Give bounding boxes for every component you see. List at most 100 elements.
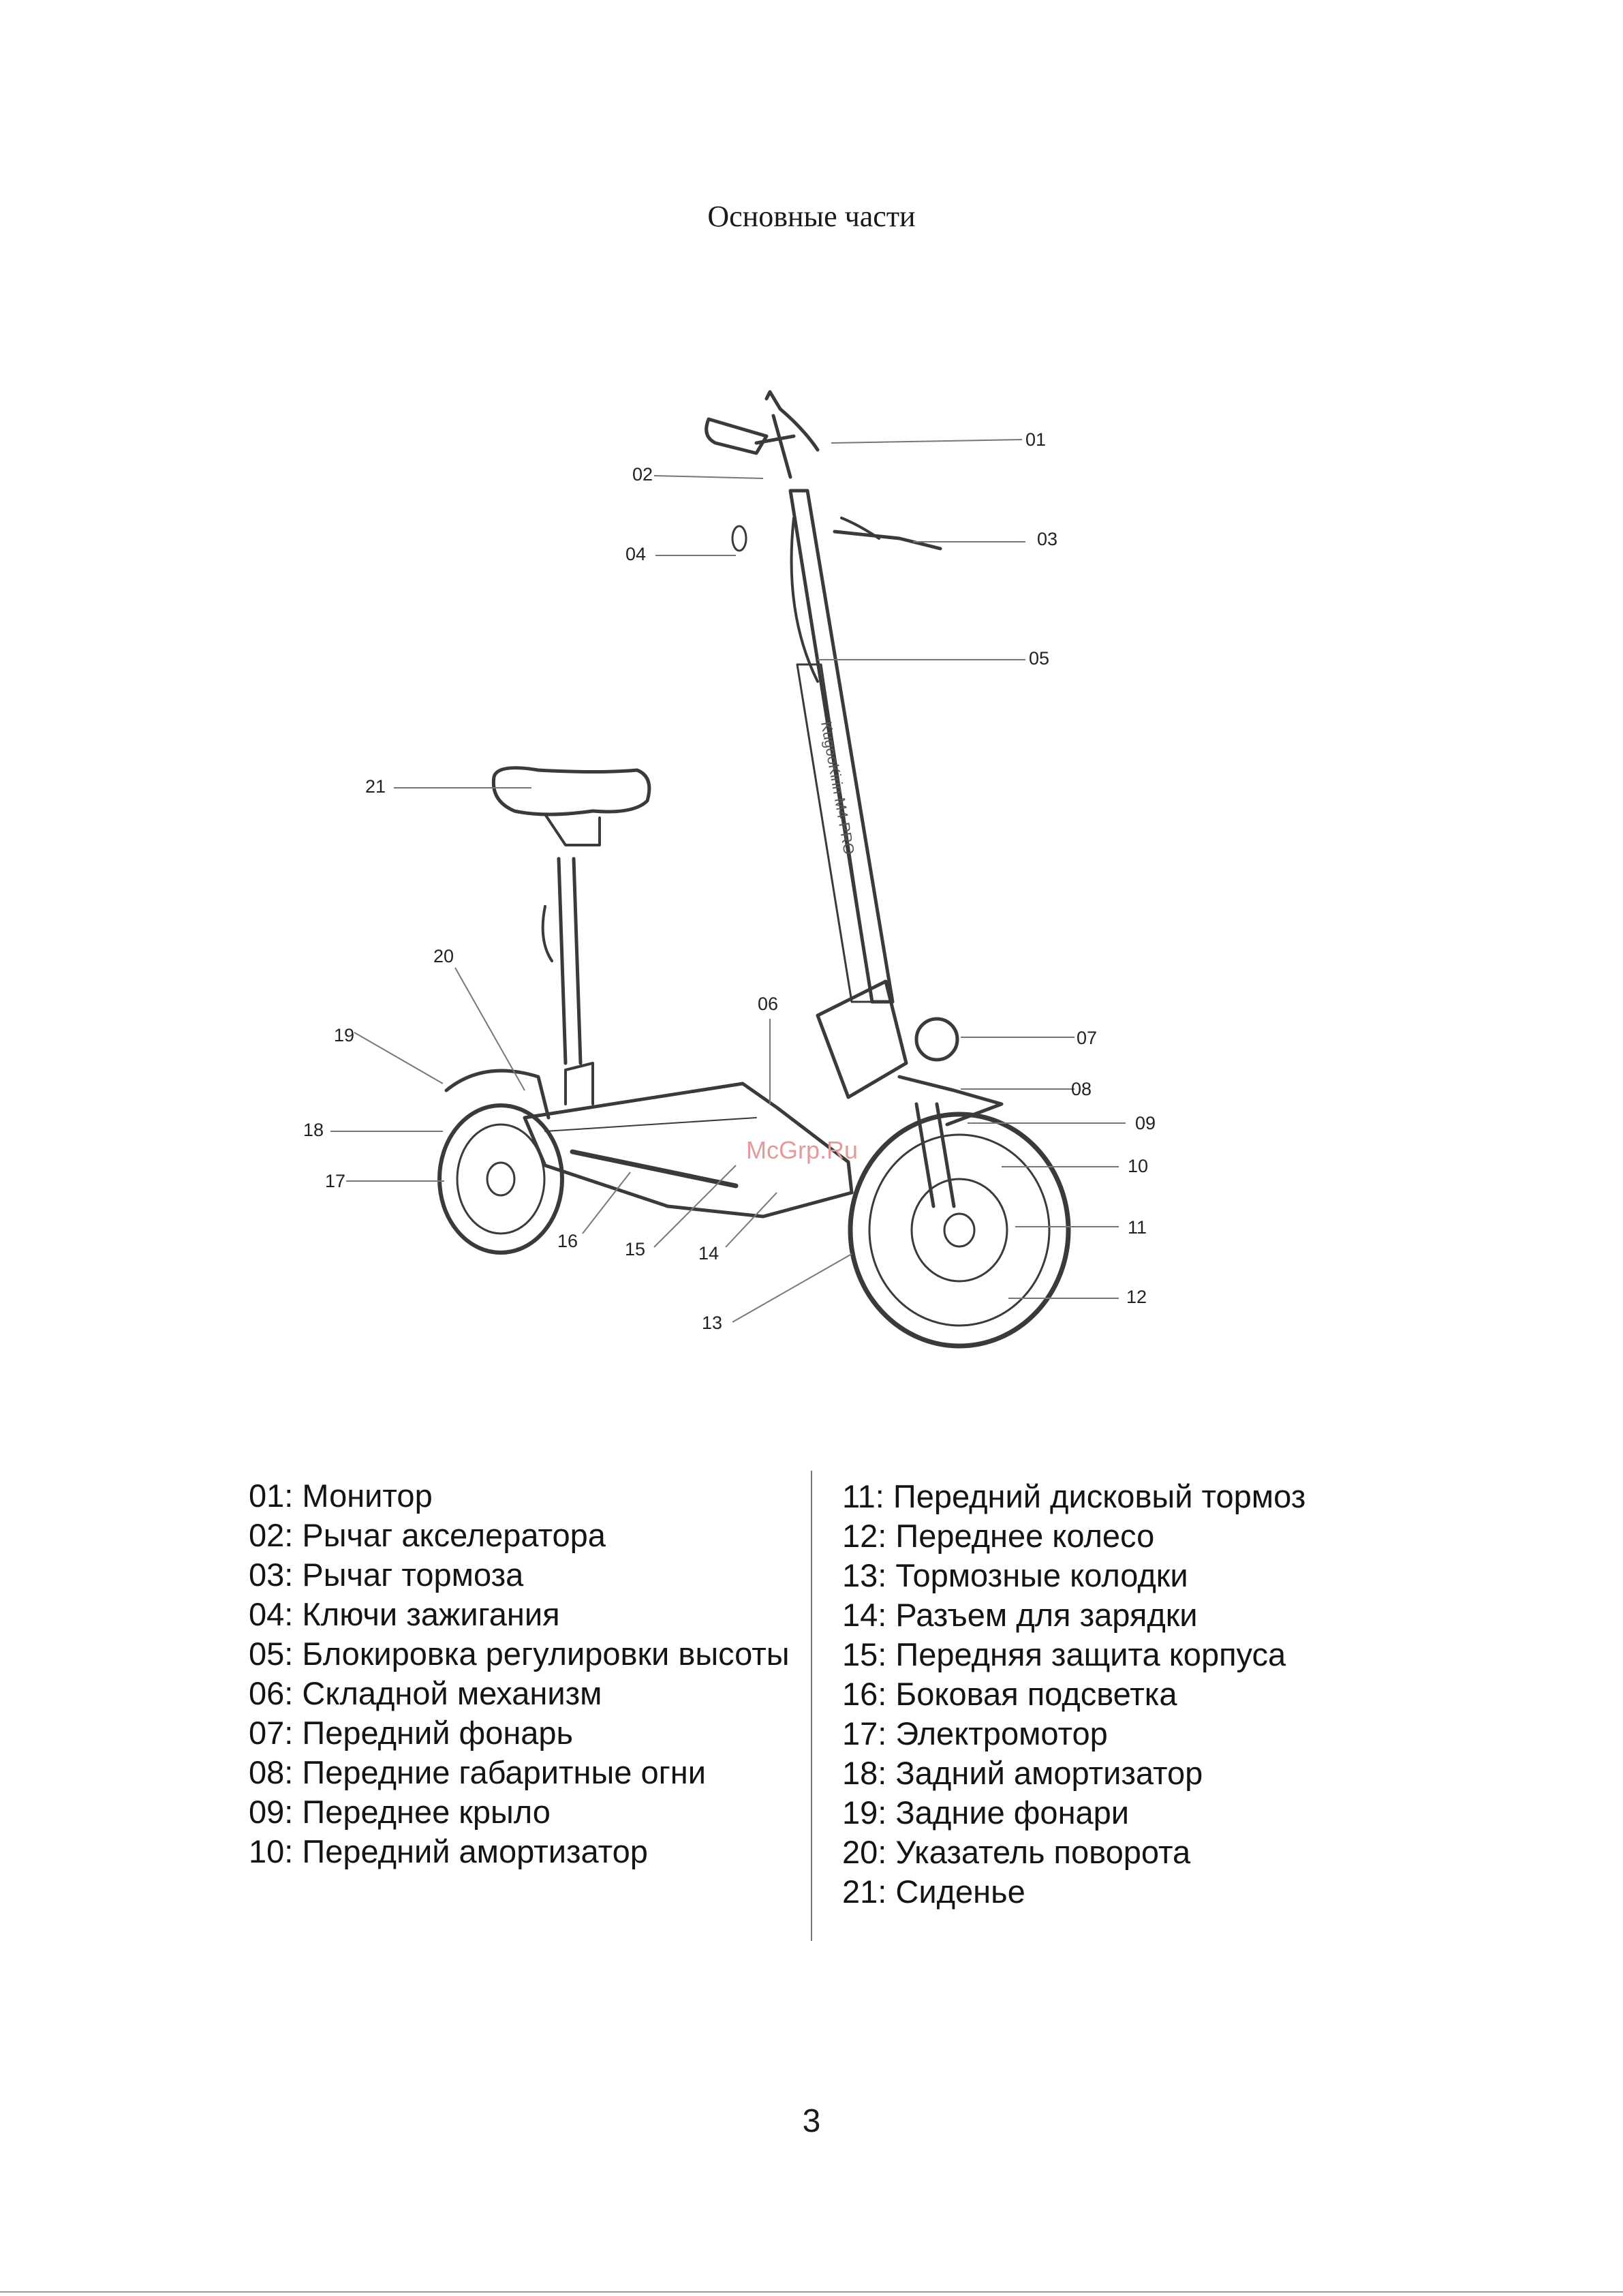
part-name: Передний фонарь xyxy=(302,1715,574,1751)
list-item: 14: Разъем для зарядки xyxy=(842,1595,1305,1635)
part-name: Задний амортизатор xyxy=(895,1755,1203,1791)
list-item: 02: Рычаг акселератора xyxy=(249,1516,790,1555)
part-name: Рычаг акселератора xyxy=(302,1517,606,1553)
list-item: 01: Монитор xyxy=(249,1476,790,1516)
callout-11: 11 xyxy=(1128,1217,1147,1238)
part-number: 18: xyxy=(842,1755,887,1791)
callout-13: 13 xyxy=(702,1313,722,1333)
part-number: 17: xyxy=(842,1715,887,1751)
part-number: 21: xyxy=(842,1873,887,1910)
part-name: Передний дисковый тормоз xyxy=(893,1478,1306,1514)
callout-08: 08 xyxy=(1071,1079,1092,1099)
callout-labels: 01 02 03 04 05 06 07 08 09 10 11 12 13 1… xyxy=(303,429,1156,1333)
rear-fender xyxy=(444,1069,551,1120)
deck xyxy=(523,1082,854,1219)
parts-list-left: 01: Монитор 02: Рычаг акселератора 03: Р… xyxy=(249,1476,790,1871)
part-number: 05: xyxy=(249,1636,294,1672)
callout-04: 04 xyxy=(625,544,646,564)
stem-handlebar xyxy=(705,390,942,1004)
watermark: McGrp.Ru xyxy=(746,1136,858,1164)
part-name: Монитор xyxy=(302,1478,433,1514)
list-item: 20: Указатель поворота xyxy=(842,1833,1305,1872)
page-number: 3 xyxy=(802,2103,821,2139)
callout-12: 12 xyxy=(1126,1287,1147,1307)
callout-09: 09 xyxy=(1135,1113,1156,1133)
part-name: Сиденье xyxy=(895,1873,1025,1910)
part-number: 02: xyxy=(249,1517,294,1553)
part-name: Переднее колесо xyxy=(895,1518,1155,1554)
part-number: 09: xyxy=(249,1794,294,1830)
part-number: 06: xyxy=(249,1675,294,1711)
callout-10: 10 xyxy=(1128,1156,1148,1176)
part-number: 03: xyxy=(249,1557,294,1593)
part-number: 11: xyxy=(842,1478,884,1514)
bottom-rule xyxy=(0,2291,1623,2293)
part-name: Электромотор xyxy=(895,1715,1108,1751)
callout-07: 07 xyxy=(1077,1028,1097,1048)
part-name: Рычаг тормоза xyxy=(302,1557,524,1593)
part-name: Задние фонари xyxy=(895,1794,1130,1831)
list-item: 10: Передний амортизатор xyxy=(249,1832,790,1871)
part-name: Ключи зажигания xyxy=(302,1596,560,1632)
part-name: Указатель поворота xyxy=(895,1834,1191,1870)
callout-15: 15 xyxy=(625,1239,645,1259)
parts-list-right: 11: Передний дисковый тормоз 12: Передне… xyxy=(842,1477,1305,1912)
part-number: 16: xyxy=(842,1676,887,1712)
part-number: 14: xyxy=(842,1597,887,1633)
part-name: Передний амортизатор xyxy=(302,1833,648,1869)
part-name: Складной механизм xyxy=(302,1675,602,1711)
list-item: 16: Боковая подсветка xyxy=(842,1674,1305,1714)
callout-02: 02 xyxy=(632,464,653,485)
page-title: Основные части xyxy=(707,200,916,233)
part-number: 07: xyxy=(249,1715,294,1751)
part-number: 15: xyxy=(842,1636,887,1672)
callout-21: 21 xyxy=(365,776,386,797)
part-number: 08: xyxy=(249,1754,294,1790)
part-number: 04: xyxy=(249,1596,294,1632)
list-item: 07: Передний фонарь xyxy=(249,1713,790,1753)
callout-14: 14 xyxy=(698,1243,719,1264)
part-number: 12: xyxy=(842,1518,887,1554)
part-number: 13: xyxy=(842,1557,887,1593)
list-item: 04: Ключи зажигания xyxy=(249,1595,790,1634)
callout-06: 06 xyxy=(758,994,778,1014)
deck-brand-label: KugooKirin M4 PRO xyxy=(818,720,858,856)
part-name: Разъем для зарядки xyxy=(895,1597,1198,1633)
part-name: Передняя защита корпуса xyxy=(895,1636,1286,1672)
callout-05: 05 xyxy=(1029,648,1049,669)
seat xyxy=(491,766,651,1105)
part-number: 10: xyxy=(249,1833,294,1869)
list-item: 21: Сиденье xyxy=(842,1872,1305,1912)
list-item: 13: Тормозные колодки xyxy=(842,1556,1305,1595)
callout-16: 16 xyxy=(557,1231,578,1251)
list-item: 05: Блокировка регулировки высоты xyxy=(249,1634,790,1674)
part-number: 01: xyxy=(249,1478,294,1514)
list-item: 03: Рычаг тормоза xyxy=(249,1555,790,1595)
part-name: Боковая подсветка xyxy=(895,1676,1177,1712)
list-item: 11: Передний дисковый тормоз xyxy=(842,1477,1305,1516)
part-number: 20: xyxy=(842,1834,887,1870)
front-wheel xyxy=(848,1112,1071,1349)
callout-17: 17 xyxy=(325,1171,345,1191)
callout-18: 18 xyxy=(303,1120,324,1140)
list-item: 09: Переднее крыло xyxy=(249,1792,790,1832)
part-name: Тормозные колодки xyxy=(895,1557,1188,1593)
list-item: 19: Задние фонари xyxy=(842,1793,1305,1833)
list-item: 18: Задний амортизатор xyxy=(842,1754,1305,1793)
part-number: 19: xyxy=(842,1794,887,1831)
part-name: Блокировка регулировки высоты xyxy=(302,1636,790,1672)
list-item: 15: Передняя защита корпуса xyxy=(842,1635,1305,1674)
callout-20: 20 xyxy=(433,946,454,966)
callout-19: 19 xyxy=(334,1025,354,1045)
list-item: 17: Электромотор xyxy=(842,1714,1305,1754)
part-name: Переднее крыло xyxy=(302,1794,551,1830)
callout-01: 01 xyxy=(1025,429,1046,450)
list-item: 06: Складной механизм xyxy=(249,1674,790,1713)
leader-lines xyxy=(330,439,1126,1323)
part-name: Передние габаритные огни xyxy=(302,1754,706,1790)
rear-wheel xyxy=(437,1103,564,1255)
front-assembly xyxy=(816,979,1004,1208)
column-divider xyxy=(811,1471,812,1941)
callout-03: 03 xyxy=(1037,529,1057,549)
